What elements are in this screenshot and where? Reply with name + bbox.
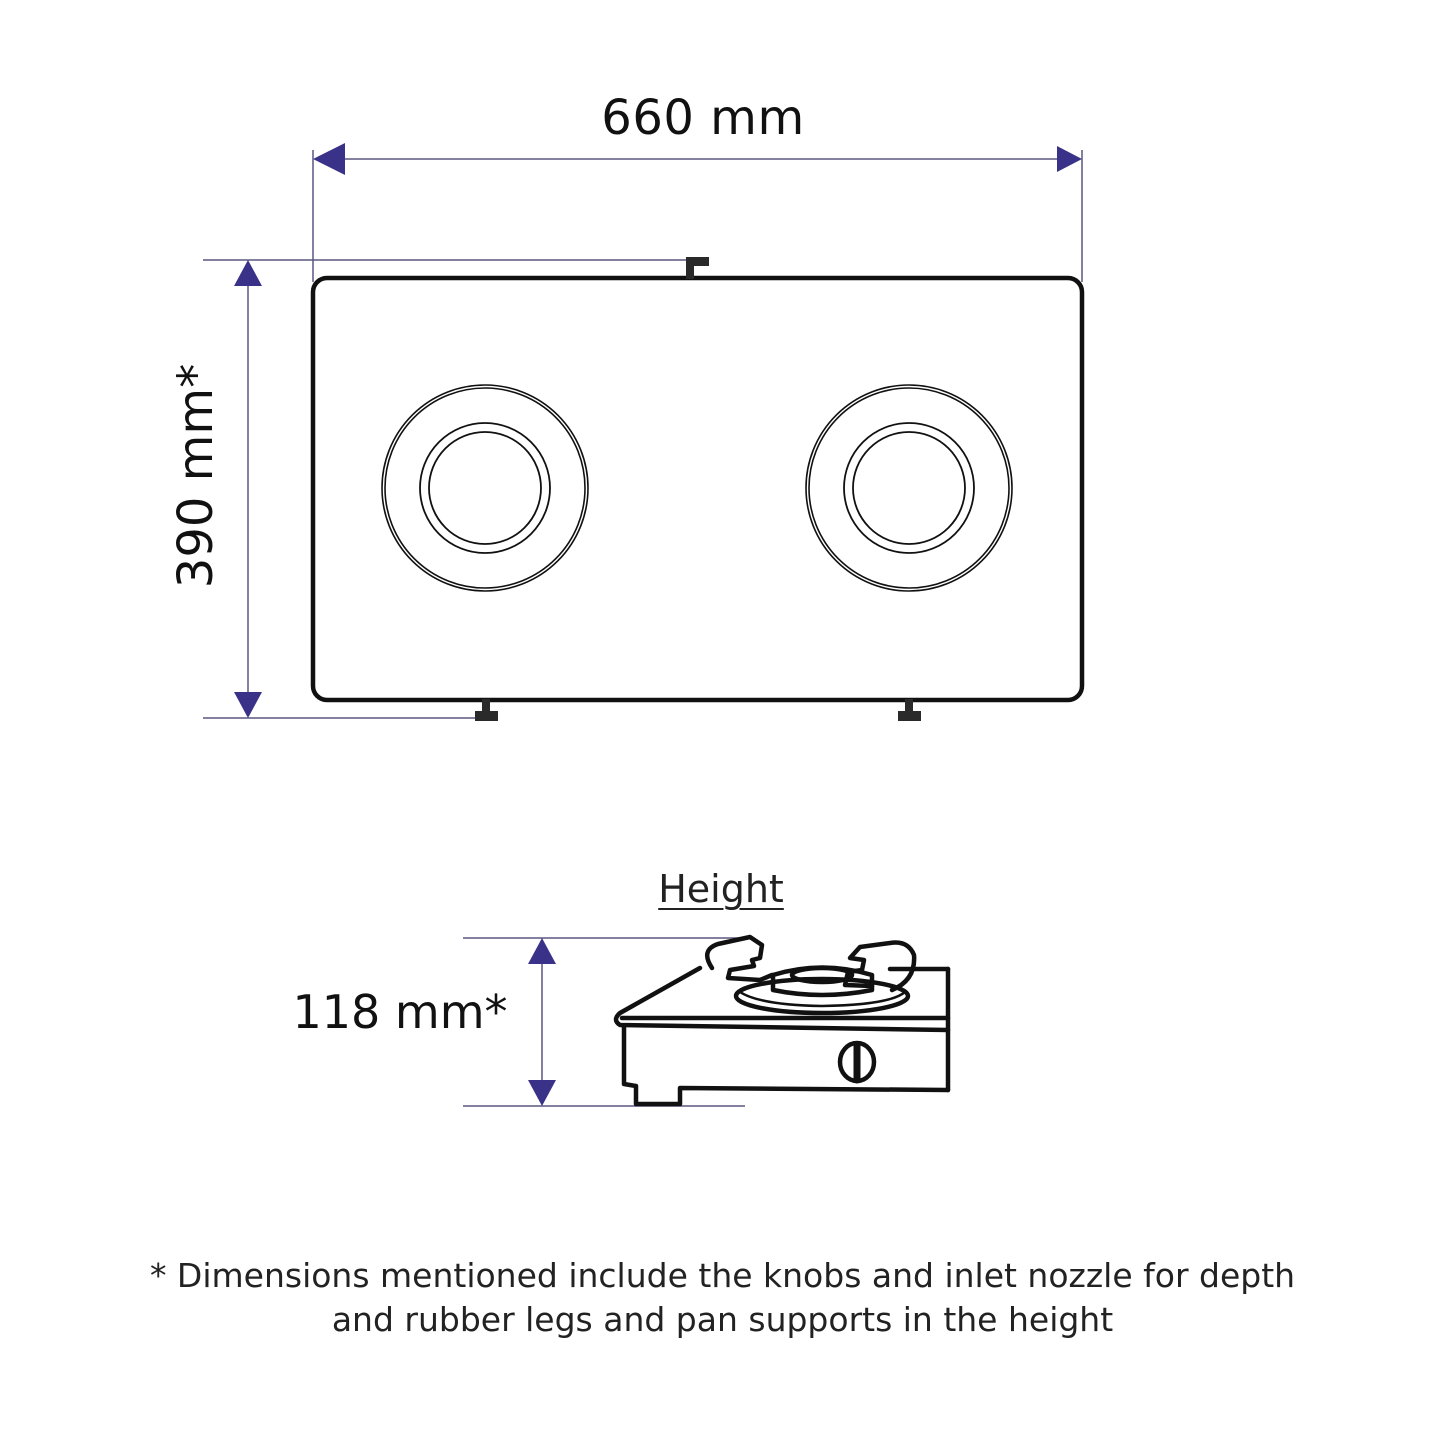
footnote-line-1: * Dimensions mentioned include the knobs…: [149, 1256, 1296, 1295]
knob-left-icon: [475, 699, 498, 721]
footnote: * Dimensions mentioned include the knobs…: [0, 1254, 1445, 1342]
arrow-down-icon: [528, 1080, 556, 1106]
depth-dimension-label: 390 mm*: [168, 363, 224, 589]
depth-dimension: [203, 259, 700, 719]
footnote-line-2: and rubber legs and pan supports in the …: [331, 1300, 1114, 1339]
inlet-nozzle-icon: [686, 257, 694, 279]
arrow-right-icon: [1057, 146, 1082, 172]
stove-top-view: [310, 257, 1085, 721]
burner-right-icon: [805, 384, 1013, 592]
arrow-up-icon: [528, 938, 556, 964]
height-dimension: [463, 937, 745, 1107]
burner-left-icon: [381, 384, 589, 592]
stove-outline: [310, 275, 1085, 703]
height-dimension-label: 118 mm*: [292, 985, 508, 1039]
arrow-left-icon: [313, 143, 345, 175]
knob-right-icon: [898, 699, 921, 721]
stove-side-view-icon: [613, 934, 951, 1107]
width-dimension-label: 660 mm: [601, 90, 805, 146]
arrow-up-icon: [234, 260, 262, 286]
height-section-title: Height: [658, 867, 784, 911]
arrow-down-icon: [234, 692, 262, 718]
